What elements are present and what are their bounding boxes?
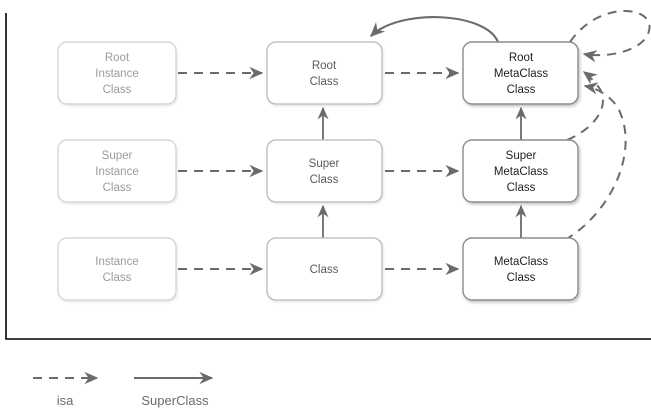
- node-root-metaclass-class[interactable]: Root MetaClass Class: [462, 41, 579, 105]
- node-super-metaclass-class-line-2: Class: [507, 182, 536, 194]
- node-root-metaclass-class-line-0: Root: [509, 52, 534, 64]
- node-super-class-box[interactable]: [266, 139, 383, 203]
- isa-edges-curved: [564, 10, 651, 241]
- node-root-class-line-0: Root: [312, 60, 337, 72]
- nodes-layer: Root Instance Class Super Instance Class…: [57, 41, 579, 301]
- node-root-metaclass-class-box[interactable]: [462, 41, 579, 105]
- frame-border: [5, 13, 651, 340]
- node-super-instance-class[interactable]: Super Instance Class: [57, 139, 177, 203]
- node-root-metaclass-class-line-1: MetaClass: [494, 68, 549, 80]
- node-instance-class-line-1: Class: [103, 272, 132, 284]
- node-instance-class[interactable]: Instance Class: [57, 237, 177, 301]
- node-super-class[interactable]: Super Class: [266, 139, 383, 203]
- node-root-instance-class-line-1: Instance: [95, 68, 138, 80]
- isa-edges-horizontal: [178, 66, 460, 276]
- isa-metaclass-to-root-metaclass: [564, 82, 627, 241]
- node-root-metaclass-class-line-2: Class: [507, 84, 536, 96]
- legend-item-isa: isa: [33, 371, 99, 408]
- node-super-instance-class-line-1: Instance: [95, 166, 138, 178]
- node-metaclass-class-line-0: MetaClass: [494, 256, 549, 268]
- node-super-instance-class-line-0: Super: [102, 150, 133, 162]
- node-super-class-line-1: Class: [310, 174, 339, 186]
- node-instance-class-box[interactable]: [57, 237, 177, 301]
- node-metaclass-class[interactable]: MetaClass Class: [462, 237, 579, 301]
- node-super-metaclass-class[interactable]: Super MetaClass Class: [462, 139, 579, 203]
- legend: isa SuperClass: [33, 371, 214, 408]
- node-super-class-line-0: Super: [309, 158, 340, 170]
- node-metaclass-class-line-1: Class: [507, 272, 536, 284]
- node-root-class[interactable]: Root Class: [266, 41, 383, 105]
- legend-superclass-label: SuperClass: [141, 393, 209, 408]
- superclass-edges: [317, 16, 527, 238]
- isa-root-metaclass-self-loop: [569, 10, 651, 63]
- node-root-instance-class-line-0: Root: [105, 52, 130, 64]
- superclass-root-metaclass-to-root-class: [369, 16, 499, 43]
- node-super-instance-class-box[interactable]: [57, 139, 177, 203]
- node-super-metaclass-class-line-0: Super: [506, 150, 537, 162]
- node-instance-class-line-0: Instance: [95, 256, 138, 268]
- isa-super-metaclass-to-root-metaclass: [566, 71, 605, 141]
- node-root-class-line-1: Class: [310, 76, 339, 88]
- node-root-instance-class-line-2: Class: [103, 84, 132, 96]
- legend-item-superclass: SuperClass: [134, 371, 214, 408]
- node-class-line-0: Class: [310, 264, 339, 276]
- node-root-class-box[interactable]: [266, 41, 383, 105]
- node-class[interactable]: Class: [266, 237, 383, 301]
- node-root-instance-class[interactable]: Root Instance Class: [57, 41, 177, 105]
- legend-isa-label: isa: [57, 393, 74, 408]
- node-super-metaclass-class-box[interactable]: [462, 139, 579, 203]
- node-super-metaclass-class-line-1: MetaClass: [494, 166, 549, 178]
- node-metaclass-class-box[interactable]: [462, 237, 579, 301]
- node-class-box[interactable]: [266, 237, 383, 301]
- node-root-instance-class-box[interactable]: [57, 41, 177, 105]
- node-super-instance-class-line-2: Class: [103, 182, 132, 194]
